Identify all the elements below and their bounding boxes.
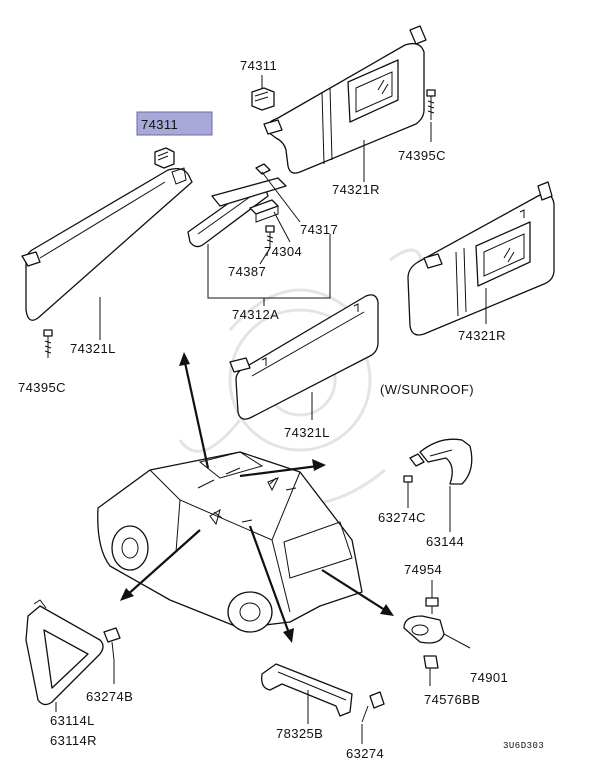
bolt-74954[interactable] bbox=[425, 580, 439, 614]
part-label-74395c-right[interactable]: 74395C bbox=[398, 148, 446, 163]
screw-74395c-right[interactable] bbox=[426, 89, 436, 120]
part-label-74387[interactable]: 74387 bbox=[228, 264, 266, 279]
sun-visor-right-sunroof[interactable] bbox=[407, 181, 555, 336]
part-label-63274c[interactable]: 63274C bbox=[378, 510, 426, 525]
part-label-74395c-left[interactable]: 74395C bbox=[18, 380, 66, 395]
variant-note-sunroof: (W/SUNROOF) bbox=[380, 382, 474, 397]
part-label-74321r-top[interactable]: 74321R bbox=[332, 182, 380, 197]
bracket-74901[interactable] bbox=[403, 615, 471, 649]
part-label-63274[interactable]: 63274 bbox=[346, 746, 384, 761]
sun-visor-left[interactable] bbox=[21, 167, 193, 321]
vehicle-suv bbox=[97, 451, 363, 633]
clip-74311-top[interactable] bbox=[251, 87, 275, 111]
pillar-trim-63114[interactable] bbox=[25, 599, 104, 706]
part-label-78325b[interactable]: 78325B bbox=[276, 726, 323, 741]
assist-handle-63144[interactable] bbox=[409, 438, 473, 485]
part-label-74901[interactable]: 74901 bbox=[470, 670, 508, 685]
part-label-63114l[interactable]: 63114L bbox=[50, 713, 95, 728]
part-label-74311-top[interactable]: 74311 bbox=[240, 58, 277, 73]
diagram-code: 3U6D303 bbox=[503, 741, 544, 751]
part-label-74321l-sunroof[interactable]: 74321L bbox=[284, 425, 330, 440]
clip-63274c[interactable] bbox=[403, 475, 413, 496]
part-label-63144[interactable]: 63144 bbox=[426, 534, 464, 549]
part-label-74954[interactable]: 74954 bbox=[404, 562, 442, 577]
nut-74576bb[interactable] bbox=[423, 655, 439, 686]
part-label-74317[interactable]: 74317 bbox=[300, 222, 338, 237]
highlight-box[interactable] bbox=[136, 111, 213, 136]
part-label-74311-highlight[interactable]: 74311 bbox=[141, 117, 178, 132]
screw-63274[interactable] bbox=[361, 691, 385, 723]
grip-78325b[interactable] bbox=[261, 663, 353, 717]
part-label-74321r-sunroof[interactable]: 74321R bbox=[458, 328, 506, 343]
screw-74395c-left[interactable] bbox=[43, 329, 53, 358]
bracket-74304[interactable] bbox=[249, 199, 279, 223]
clip-74311-left[interactable] bbox=[154, 147, 175, 169]
sun-visor-left-sunroof[interactable] bbox=[229, 294, 379, 420]
part-label-74304[interactable]: 74304 bbox=[264, 244, 302, 259]
clip-63274b[interactable] bbox=[103, 627, 121, 661]
vanity-lamp-74317[interactable] bbox=[187, 163, 287, 248]
part-label-74576bb[interactable]: 74576BB bbox=[424, 692, 480, 707]
pointer-arrows bbox=[120, 352, 394, 643]
part-label-74312a[interactable]: 74312A bbox=[232, 307, 279, 322]
part-label-74321l-top[interactable]: 74321L bbox=[70, 341, 116, 356]
screw-74387[interactable] bbox=[265, 225, 275, 248]
part-label-63114r[interactable]: 63114R bbox=[50, 733, 97, 748]
sun-visor-right[interactable] bbox=[263, 25, 427, 174]
part-label-63274b[interactable]: 63274B bbox=[86, 689, 133, 704]
